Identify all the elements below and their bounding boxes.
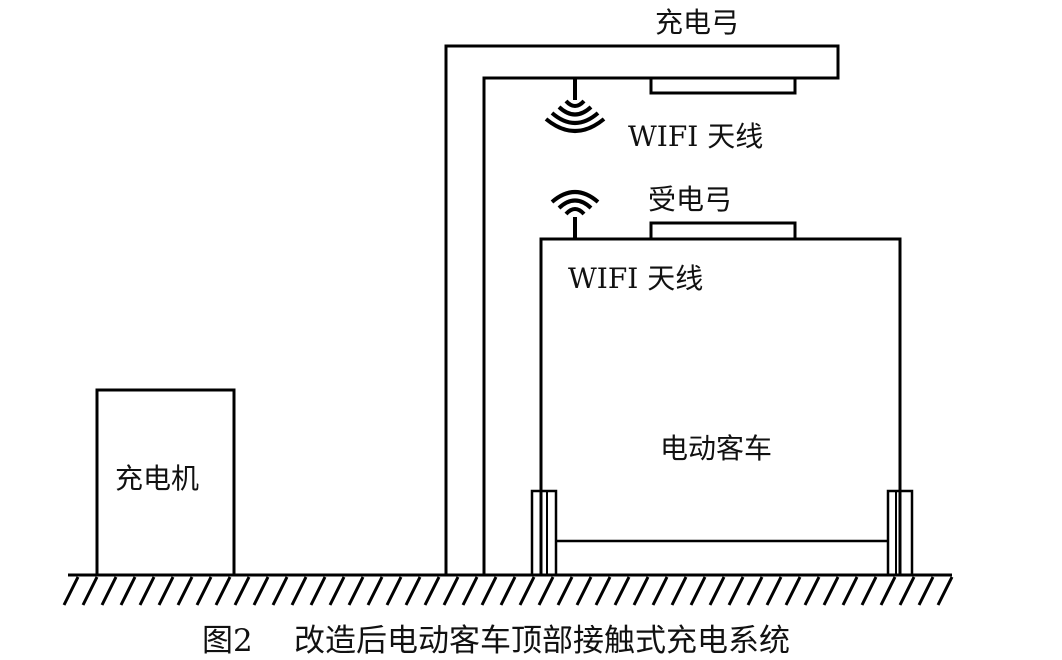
hatch-line — [214, 576, 232, 606]
hatch-line — [195, 576, 213, 606]
hatch-line — [708, 576, 726, 606]
hatch-line — [233, 576, 251, 606]
receiving-bow — [649, 221, 797, 241]
bus-label: 电动客车 — [660, 432, 772, 465]
hatch-line — [613, 576, 631, 606]
hatch-line — [632, 576, 650, 606]
hatch-line — [537, 576, 555, 606]
hatch-line — [594, 576, 612, 606]
hatch-line — [423, 576, 441, 606]
hatch-line — [442, 576, 460, 606]
hatch-line — [119, 576, 137, 606]
figure-number: 图2 — [202, 623, 253, 659]
hatch-line — [841, 576, 859, 606]
ground — [62, 573, 954, 606]
hatch-line — [727, 576, 745, 606]
charging-bow-label: 充电弓 — [655, 6, 739, 39]
charging-bow — [649, 76, 797, 95]
hatch-line — [290, 576, 308, 606]
hatch-line — [689, 576, 707, 606]
hatch-line — [309, 576, 327, 606]
hatch-line — [385, 576, 403, 606]
hatch-line — [746, 576, 764, 606]
hatch-line — [461, 576, 479, 606]
hatch-line — [765, 576, 783, 606]
hatch-line — [138, 576, 156, 606]
hatch-line — [575, 576, 593, 606]
ground-hatching — [62, 576, 954, 606]
hatch-line — [879, 576, 897, 606]
hatch-line — [651, 576, 669, 606]
hatch-line — [157, 576, 175, 606]
hatch-line — [271, 576, 289, 606]
hatch-line — [328, 576, 346, 606]
hatch-line — [252, 576, 270, 606]
receiving-bow-label: 受电弓 — [648, 183, 732, 216]
hatch-line — [803, 576, 821, 606]
hatch-line — [499, 576, 517, 606]
hatch-line — [670, 576, 688, 606]
hatch-line — [366, 576, 384, 606]
bus-antenna-label: WIFI 天线 — [568, 262, 703, 295]
hatch-line — [936, 576, 954, 606]
hatch-line — [347, 576, 365, 606]
hatch-line — [917, 576, 935, 606]
hatch-line — [100, 576, 118, 606]
figure-caption: 改造后电动客车顶部接触式充电系统 — [294, 623, 790, 659]
hatch-line — [480, 576, 498, 606]
wifi-signal-down-icon — [544, 78, 606, 133]
hatch-line — [860, 576, 878, 606]
hatch-line — [822, 576, 840, 606]
hatch-line — [176, 576, 194, 606]
hatch-line — [898, 576, 916, 606]
wifi-signal-up-icon — [550, 190, 600, 239]
hatch-line — [556, 576, 574, 606]
hatch-line — [404, 576, 422, 606]
charger-cabinet: 充电机 — [95, 388, 236, 577]
hatch-line — [62, 576, 80, 606]
charging-gantry — [444, 44, 840, 575]
hatch-line — [81, 576, 99, 606]
hatch-line — [784, 576, 802, 606]
charger-label: 充电机 — [115, 462, 199, 495]
top-antenna-label: WIFI 天线 — [628, 120, 763, 153]
hatch-line — [518, 576, 536, 606]
